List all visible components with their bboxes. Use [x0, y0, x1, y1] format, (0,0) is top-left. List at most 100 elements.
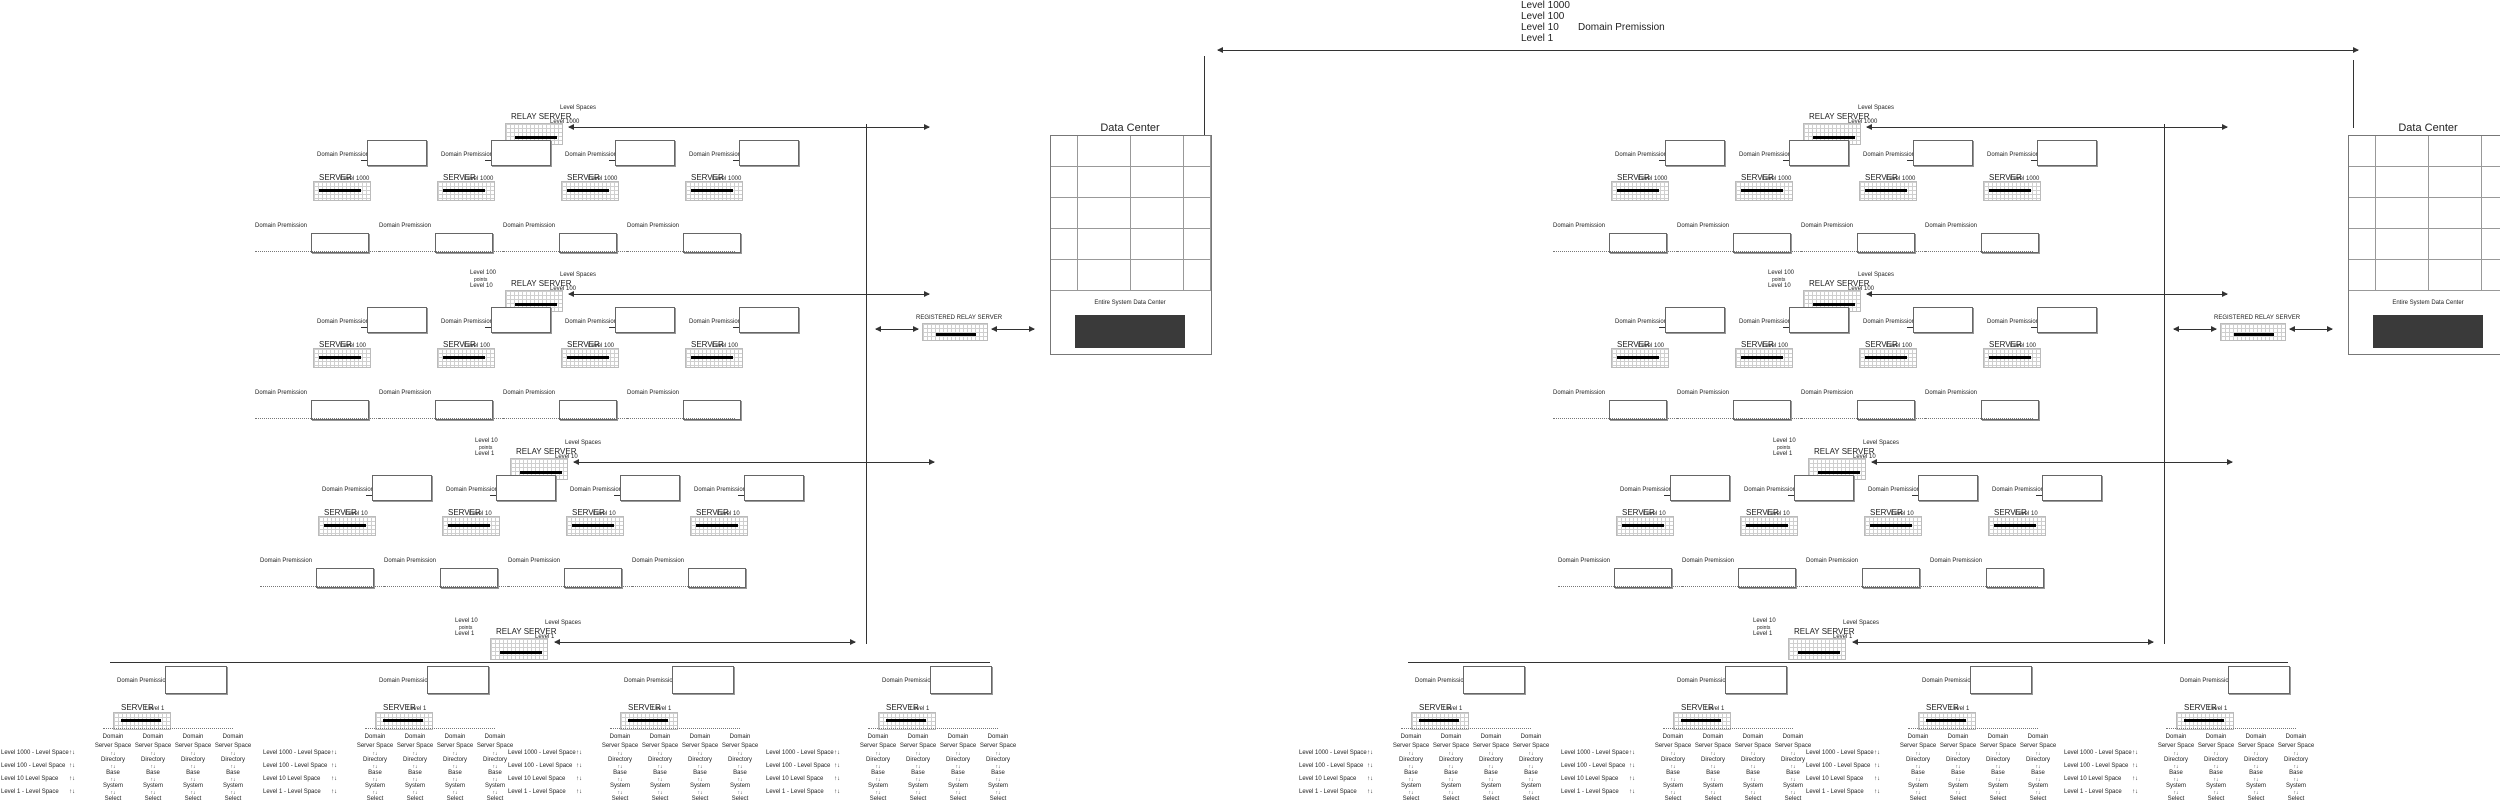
directory-label: Directory: [945, 757, 970, 763]
arrow-updown: ↑↓: [697, 751, 703, 757]
base-label: Base: [1484, 770, 1498, 776]
arrow-updown: ↑↓: [875, 751, 881, 757]
bottom-baseline: [610, 728, 740, 729]
domain-permission-box: [564, 568, 622, 588]
server-bar: [886, 719, 926, 722]
data-center-cell: [2376, 260, 2429, 291]
directory-label: Directory: [100, 757, 125, 763]
domain-label: Domain: [404, 734, 426, 740]
connector: [485, 327, 491, 328]
arrow-updown: ↑↓: [230, 790, 236, 796]
domain-label: Domain: [1702, 734, 1724, 740]
connector: [2031, 327, 2037, 328]
select-label: Select: [869, 796, 887, 802]
arrow-updown: ↑↓: [412, 777, 418, 783]
domain-permission-box: [1463, 666, 1525, 694]
select-label: Select: [224, 796, 242, 802]
arrow-updown: ↑↓: [1790, 751, 1796, 757]
relay-server-bar: [515, 303, 557, 306]
level-space-label: Level 1 - Level Space: [1, 789, 59, 795]
directory-label: Directory: [442, 757, 467, 763]
server-label: SERVER: [1622, 508, 1655, 517]
connector: [1907, 160, 1913, 161]
relay-server-bar: [1813, 303, 1855, 306]
domain-permission-box: [1794, 475, 1854, 501]
arrow-updown: ↑↓: [737, 764, 743, 770]
data-center-cell: [1078, 167, 1131, 198]
relay-to-hub-arrow: [1866, 291, 2228, 297]
directory-label: Directory: [1660, 757, 1685, 763]
directory-label: Directory: [985, 757, 1010, 763]
arrow-updown: ↑↓: [737, 777, 743, 783]
arrow-updown: ↑↓: [492, 751, 498, 757]
arrow-updown: ↑↓: [2035, 790, 2041, 796]
relay-level-label: Level 1: [1833, 634, 1853, 640]
directory-label: Directory: [2283, 757, 2308, 763]
arrow-updown: ↑↓: [1448, 764, 1454, 770]
arrow-updown: ↑↓: [1915, 764, 1921, 770]
data-center-title: Data Center: [2398, 122, 2458, 134]
arrow-right: ↑↓: [1367, 763, 1373, 769]
server-level-label: Level 100: [464, 343, 491, 349]
arrow-updown: ↑↓: [372, 764, 378, 770]
arrow-updown: ↑↓: [915, 751, 921, 757]
arrow-right: ↑↓: [1629, 763, 1635, 769]
domain-label: Domain: [102, 734, 124, 740]
server-label: SERVER: [696, 508, 729, 517]
arrow-updown: ↑↓: [1995, 777, 2001, 783]
hub-arrow: [2173, 326, 2217, 332]
domain-permission-label: Domain Premission: [565, 152, 618, 158]
system-label: System: [182, 783, 203, 789]
arrow-right: ↑↓: [1629, 776, 1635, 782]
registered-relay-label: REGISTERED RELAY SERVER: [916, 315, 1003, 321]
relay-level-label: Level 1000: [550, 119, 580, 125]
server-space-label: Server Space: [2019, 743, 2057, 749]
arrow-updown: ↑↓: [1710, 764, 1716, 770]
data-center-cell: [2349, 136, 2376, 167]
arrow-updown: ↑↓: [1670, 790, 1676, 796]
arrow-updown: ↑↓: [995, 751, 1001, 757]
tier-baseline: [1558, 586, 2038, 587]
domain-permission-label: Domain Premission: [1925, 390, 1978, 396]
server-label: SERVER: [691, 173, 724, 182]
arrow-right: ↑↓: [1367, 776, 1373, 782]
directory-label: Directory: [140, 757, 165, 763]
arrow-updown: ↑↓: [1528, 777, 1534, 783]
system-label: System: [2205, 783, 2226, 789]
data-center-cell: [1078, 229, 1131, 260]
server-space-label: Server Space: [1472, 743, 1510, 749]
data-center-cell: [2482, 229, 2500, 260]
select-label: Select: [144, 796, 162, 802]
domain-permission-box: [688, 568, 746, 588]
domain-permission-label: Domain Premission: [260, 558, 313, 564]
arrow-updown: ↑↓: [190, 751, 196, 757]
relay-level-label: Level 10: [555, 454, 578, 460]
server-label: SERVER: [1741, 340, 1774, 349]
arrow-updown: ↑↓: [452, 764, 458, 770]
domain-permission-label: Domain Premission: [689, 152, 742, 158]
arrow-updown: ↑↓: [2253, 764, 2259, 770]
arrow-right: ↑↓: [1629, 750, 1635, 756]
domain-label: Domain: [1907, 734, 1929, 740]
arrow-updown: ↑↓: [150, 751, 156, 757]
arrow-updown: ↑↓: [1448, 790, 1454, 796]
system-label: System: [1400, 783, 1421, 789]
server-level-label: Level 1: [2208, 706, 2228, 712]
arrow-updown: ↑↓: [1488, 790, 1494, 796]
system-label: System: [1520, 783, 1541, 789]
server-space-label: Server Space: [1512, 743, 1550, 749]
relay-server-bar: [1818, 471, 1860, 474]
system-label: System: [609, 783, 630, 789]
server-bar: [1746, 524, 1788, 527]
arrow-updown: ↑↓: [697, 764, 703, 770]
domain-permission-box: [2037, 307, 2097, 333]
arrow-updown: ↑↓: [1955, 751, 1961, 757]
bottom-baseline: [2166, 728, 2296, 729]
arrow-right: ↑↓: [2132, 750, 2138, 756]
connector: [490, 495, 496, 496]
domain-permission-box: [496, 475, 556, 501]
server-label: SERVER: [2184, 703, 2217, 712]
arrow-updown: ↑↓: [875, 764, 881, 770]
level-space-label: Level 10 Level Space: [263, 776, 321, 782]
data-center-cell: [2482, 167, 2500, 198]
